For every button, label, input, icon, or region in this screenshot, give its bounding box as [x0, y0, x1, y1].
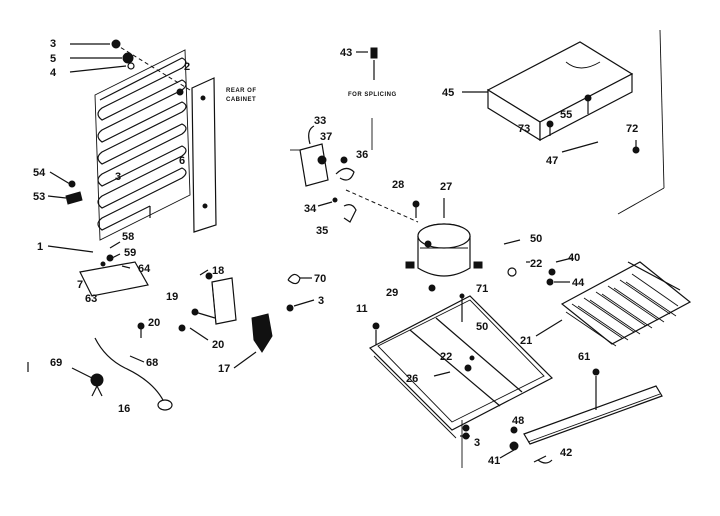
- callout-20b: 20: [212, 339, 224, 351]
- callout-72: 72: [626, 123, 638, 135]
- callout-50b: 50: [476, 321, 488, 333]
- bracket-53: [47, 171, 83, 205]
- callout-5: 5: [50, 53, 56, 65]
- callout-35: 35: [316, 225, 328, 237]
- callout-36: 36: [356, 149, 368, 161]
- callout-40: 40: [568, 252, 580, 264]
- bottom-screw: [460, 432, 470, 440]
- rear-of-cabinet-note-1: REAR OF: [226, 88, 257, 94]
- callout-26: 26: [406, 373, 418, 385]
- base-frame: [368, 293, 554, 468]
- callout-41: 41: [488, 455, 500, 467]
- callout-22b: 22: [440, 351, 452, 363]
- callout-64: 64: [138, 263, 151, 275]
- callout-61: 61: [578, 351, 590, 363]
- callout-3d: 3: [474, 437, 480, 449]
- callout-43: 43: [340, 47, 352, 59]
- leader-1: [47, 245, 94, 253]
- callout-70: 70: [314, 273, 326, 285]
- callout-21: 21: [520, 335, 532, 347]
- callout-37: 37: [320, 131, 332, 143]
- callout-68: 68: [146, 357, 158, 369]
- relay-bracket: [137, 269, 273, 369]
- callout-2: 2: [184, 61, 190, 73]
- callout-71: 71: [476, 283, 488, 295]
- callout-53: 53: [33, 191, 45, 203]
- callout-27: 27: [440, 181, 452, 193]
- callout-4: 4: [50, 67, 57, 79]
- callout-20a: 20: [148, 317, 160, 329]
- callout-6: 6: [179, 155, 185, 167]
- callout-29: 29: [386, 287, 398, 299]
- callout-11: 11: [356, 303, 368, 315]
- callout-42: 42: [560, 447, 572, 459]
- callout-3: 3: [50, 38, 56, 50]
- callout-55: 55: [560, 109, 572, 121]
- compressor: [405, 198, 483, 292]
- callout-50a: 50: [530, 233, 542, 245]
- callout-1: 1: [37, 241, 43, 253]
- callout-19: 19: [166, 291, 178, 303]
- support-rail: [499, 368, 663, 464]
- condenser-fins: [535, 261, 692, 347]
- rear-of-cabinet-note-2: CABINET: [226, 97, 256, 103]
- rear-cabinet-panel: [191, 77, 217, 233]
- callout-18: 18: [212, 265, 224, 277]
- callout-58: 58: [122, 231, 134, 243]
- callout-22a: 22: [530, 258, 542, 270]
- callout-59: 59: [124, 247, 136, 259]
- drain-pan: [462, 29, 665, 215]
- splice-connector: [356, 47, 378, 80]
- callout-48: 48: [512, 415, 524, 427]
- callout-45: 45: [442, 87, 454, 99]
- callout-47: 47: [546, 155, 558, 167]
- callout-7: 7: [77, 279, 83, 291]
- callout-33: 33: [314, 115, 326, 127]
- fan-fittings: [503, 239, 573, 286]
- callout-28: 28: [392, 179, 404, 191]
- callout-3b: 3: [115, 171, 121, 183]
- power-cord: [27, 337, 173, 411]
- callout-44: 44: [572, 277, 585, 289]
- callout-3c: 3: [318, 295, 324, 307]
- condenser-coil: [94, 49, 191, 241]
- defrost-timer: [290, 118, 419, 223]
- callout-17: 17: [218, 363, 230, 375]
- callout-54: 54: [33, 167, 46, 179]
- callout-69: 69: [50, 357, 62, 369]
- callout-63: 63: [85, 293, 97, 305]
- callout-73: 73: [518, 123, 530, 135]
- callout-34: 34: [304, 203, 317, 215]
- base-plate: [79, 241, 149, 297]
- callout-16: 16: [118, 403, 130, 415]
- clip-70: [286, 273, 315, 312]
- for-splicing-note: FOR SPLICING: [348, 92, 397, 98]
- top-screws: [69, 39, 191, 96]
